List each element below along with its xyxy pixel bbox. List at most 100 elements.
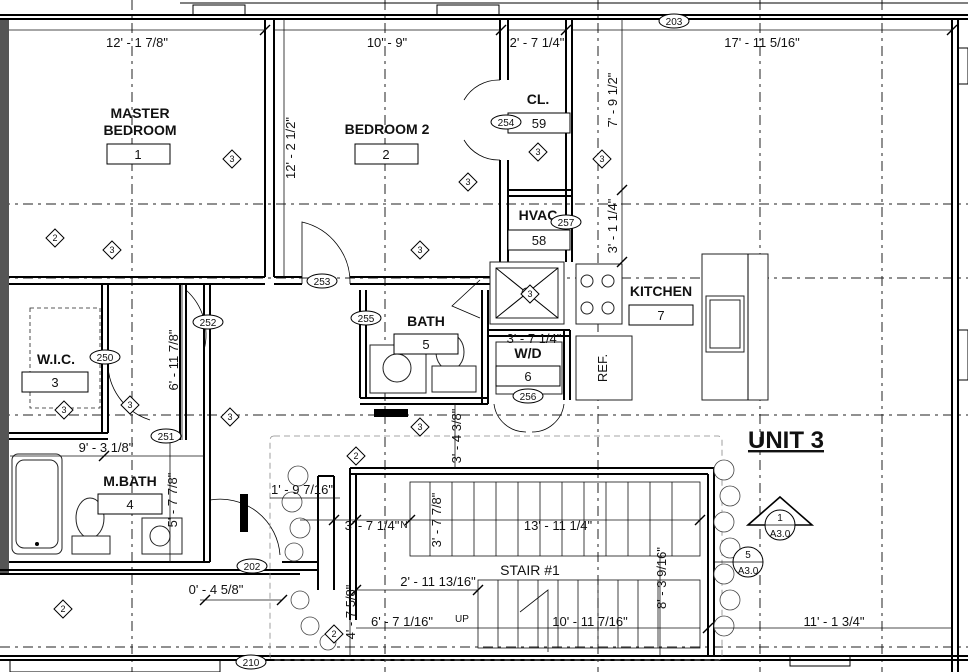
- svg-text:3: 3: [417, 245, 422, 255]
- door-tag: 257: [558, 218, 575, 229]
- dim-label: 3' - 7 1/4": [345, 518, 400, 533]
- wall-type-tag: 2: [324, 624, 344, 644]
- door-tag: 203: [666, 17, 683, 28]
- room-bedroom-2: BEDROOM 2 2: [345, 121, 430, 165]
- dim-label: 10' - 11 7/16": [552, 614, 628, 629]
- room-number: 7: [657, 308, 664, 323]
- dim-label: 3' - 4 3/8": [449, 408, 464, 463]
- section-marker-1: 1 A3.0: [745, 495, 815, 541]
- section-marker-5: 5 A3.0: [714, 546, 764, 578]
- wall-type-tag: 3: [54, 400, 74, 420]
- wall-type-tag: 3: [458, 172, 478, 192]
- room-number: 2: [382, 147, 389, 162]
- room-number: 58: [532, 233, 546, 248]
- wall-type-tag: 3: [102, 240, 122, 260]
- door-tag: 252: [200, 318, 217, 329]
- dim-label: 7' - 9 1/2": [605, 72, 620, 127]
- room-kitchen: KITCHEN 7: [628, 283, 694, 326]
- wall-type-tag: 3: [220, 407, 240, 427]
- dim-label: 4' - 7 5/8": [343, 584, 358, 639]
- door-tag: 253: [314, 277, 331, 288]
- room-number: 4: [126, 497, 133, 512]
- room-name: BEDROOM: [103, 122, 176, 138]
- dim-label: 12' - 1 7/8": [106, 35, 168, 50]
- section-sheet: A3.0: [770, 529, 791, 540]
- svg-text:3: 3: [527, 289, 532, 299]
- dim-label: 17' - 11 5/16": [724, 35, 800, 50]
- stair-up-label: UP: [455, 614, 469, 625]
- door-tag: 202: [244, 562, 261, 573]
- room-name: W/D: [514, 345, 541, 361]
- dimension-lines: [9, 19, 952, 656]
- room-number: 6: [524, 369, 531, 384]
- svg-text:3: 3: [127, 400, 132, 410]
- wall-type-tag: 3: [410, 240, 430, 260]
- door-tag: 256: [520, 392, 537, 403]
- svg-text:3: 3: [61, 405, 66, 415]
- stair-label: STAIR #1: [500, 562, 560, 578]
- svg-text:3: 3: [535, 147, 540, 157]
- svg-text:3: 3: [417, 422, 422, 432]
- dim-label: 2' - 7 1/4": [510, 35, 565, 50]
- room-name: BATH: [407, 313, 445, 329]
- svg-text:3: 3: [465, 177, 470, 187]
- fridge-label: REF.: [595, 354, 610, 382]
- dim-label: 2' - 11 13/16": [400, 574, 476, 589]
- dimension-labels: 12' - 1 7/8" 10' - 9" 2' - 7 1/4" 17' - …: [79, 35, 865, 639]
- door-tags: 203 254 257 253 252 255 250 256 251 202 …: [89, 13, 690, 670]
- wall-type-tag: 3: [592, 149, 612, 169]
- svg-text:3: 3: [229, 154, 234, 164]
- dim-label: 0' - 4 5/8": [189, 582, 244, 597]
- section-sheet: A3.0: [738, 566, 759, 577]
- door-tag: 255: [358, 314, 375, 325]
- dim-label: 12' - 2 1/2": [283, 117, 298, 179]
- dim-label: 8' - 3 9/16": [654, 547, 669, 609]
- dim-label: 3' - 1 1/4": [605, 198, 620, 253]
- svg-text:3: 3: [599, 154, 604, 164]
- dim-label: 3' - 7 1/4": [507, 331, 562, 346]
- dim-label: 11' - 1 3/4": [803, 614, 864, 629]
- room-wic: W.I.C. 3: [21, 351, 89, 393]
- fixtures: [11, 253, 769, 661]
- wall-type-tag: 3: [410, 417, 430, 437]
- svg-text:2: 2: [331, 629, 336, 639]
- wall-type-tag: 2: [53, 599, 73, 619]
- dim-label: 6' - 11 7/8": [166, 329, 181, 390]
- room-name: CL.: [527, 91, 550, 107]
- dimension-ticks: [98, 24, 958, 634]
- dim-label: 13' - 11 1/4": [524, 518, 593, 533]
- room-number: 59: [532, 116, 546, 131]
- svg-text:3: 3: [109, 245, 114, 255]
- room-name: BEDROOM 2: [345, 121, 430, 137]
- room-wd: W/D 6: [495, 345, 561, 387]
- room-master-bath: M.BATH 4: [97, 473, 163, 515]
- wall-type-tag: 3: [520, 284, 540, 304]
- room-name: M.BATH: [103, 473, 156, 489]
- stair-n-label: N: [400, 520, 407, 531]
- door-swings: [107, 79, 565, 556]
- dim-label: 5' - 7 7/8": [165, 472, 180, 527]
- unit-label: UNIT 3: [748, 427, 824, 454]
- room-number: 3: [51, 375, 58, 390]
- dim-label: 1' - 9 7/16": [271, 482, 333, 497]
- svg-text:3: 3: [227, 412, 232, 422]
- room-name: MASTER: [110, 105, 169, 121]
- door-tag: 254: [498, 118, 515, 129]
- wall-type-tag: 3: [222, 149, 242, 169]
- svg-text:2: 2: [353, 451, 358, 461]
- wall-type-tag: 2: [346, 446, 366, 466]
- room-name: KITCHEN: [630, 283, 692, 299]
- room-master-bedroom: MASTER BEDROOM 1: [103, 105, 177, 165]
- dim-label: 6' - 7 1/16": [371, 614, 433, 629]
- wall-type-tag: 3: [528, 142, 548, 162]
- wall-type-tags: 3 3 3 3 2 3 3 3: [45, 142, 612, 644]
- dim-label: 10' - 9": [367, 35, 408, 50]
- section-number: 1: [777, 513, 783, 524]
- room-hvac: HVAC 58: [507, 207, 571, 251]
- room-number: 5: [422, 337, 429, 352]
- dim-label: 9' - 3 1/8": [79, 440, 134, 455]
- wall-type-tag: 2: [45, 228, 65, 248]
